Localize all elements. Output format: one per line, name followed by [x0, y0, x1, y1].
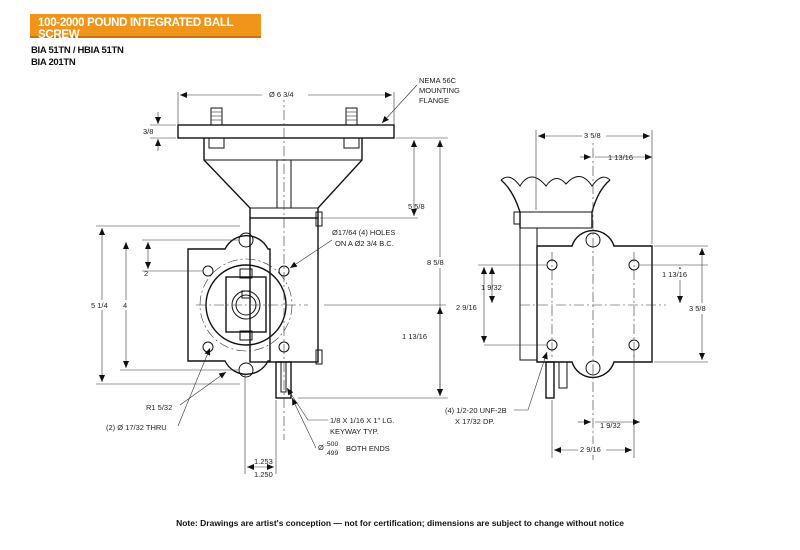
- front-view: Ø 6 3/4 NEMA 56C MOUNTING FLANGE 3/8 5 5…: [90, 76, 460, 479]
- shaft-length-lower: 1.250: [254, 470, 273, 479]
- model-line-1: BIA 51TN / HBIA 51TN: [31, 45, 124, 56]
- dim-1-13-16-front: 1 13/16: [402, 332, 427, 341]
- side-dim-2-9-16-left: 2 9/16: [456, 303, 477, 312]
- mounting-flange: [177, 124, 395, 139]
- dim-5-1-4: 5 1/4: [91, 301, 108, 310]
- hub-square: [225, 276, 267, 333]
- side-width-dim: 3 5/8: [584, 131, 601, 140]
- adapter-housing: [203, 138, 363, 218]
- side-mounting-plate: [536, 229, 653, 379]
- thru-holes-callout: (2) Ø 17/32 THRU: [106, 423, 167, 432]
- shaft-dia-upper: .500: [325, 441, 338, 448]
- bolt-hole: [202, 265, 214, 277]
- side-shaft-left: [545, 361, 555, 399]
- side-view: 3 5/8 1 13/16 1 9/32 2 9/16 1 13/16 3 5/…: [445, 130, 712, 460]
- side-shaft-right: [558, 361, 568, 389]
- side-height-dim: 3 5/8: [689, 304, 706, 313]
- radius-callout: R1 5/32: [146, 403, 172, 412]
- dim-4: 4: [123, 301, 127, 310]
- flange-callout: MOUNTING: [419, 86, 460, 95]
- footer-note: Note: Drawings are artist's conception —…: [176, 518, 624, 528]
- hole-callout: ON A Ø2 3/4 B.C.: [335, 239, 394, 248]
- flange-callout: FLANGE: [419, 96, 449, 105]
- side-adapter-flare: [500, 179, 611, 228]
- keyway-callout: KEYWAY TYP.: [330, 427, 379, 436]
- flange-diameter-dim: Ø 6 3/4: [269, 90, 294, 99]
- shaft-dia-lower: .499: [325, 450, 338, 457]
- shaft-dia-suffix: BOTH ENDS: [346, 444, 390, 453]
- tapped-holes-callout: (4) 1/2-20 UNF-2B: [445, 406, 507, 415]
- shaft-dia-prefix: Ø: [318, 443, 324, 452]
- keyway-callout: 1/8 X 1/16 X 1" LG.: [330, 416, 394, 425]
- mounting-plate: [187, 234, 271, 376]
- shaft-length-upper: 1.253: [254, 457, 273, 466]
- side-dim-1-13-16-right: 1 13/16: [662, 270, 687, 279]
- thru-hole-top: [238, 232, 254, 248]
- banner-title: 100-2000 POUND INTEGRATED BALL SCREW: [38, 17, 234, 41]
- side-dim-1-9-32-bottom: 1 9/32: [600, 421, 621, 430]
- upper-height-dim: 5 5/8: [408, 202, 425, 211]
- total-height-dim: 8 5/8: [427, 258, 444, 267]
- flange-callout: NEMA 56C: [419, 76, 457, 85]
- tapped-holes-callout: X 17/32 DP.: [455, 417, 494, 426]
- model-line-2: BIA 201TN: [31, 57, 76, 68]
- flange-stud-left: [208, 107, 225, 149]
- side-dim-2-9-16-bottom: 2 9/16: [580, 445, 601, 454]
- bolt-hole: [202, 341, 214, 353]
- title-banner: 100-2000 POUND INTEGRATED BALL SCREW: [30, 14, 261, 41]
- flange-stud-right: [343, 107, 360, 149]
- output-shaft: [275, 361, 292, 399]
- thru-hole-bottom: [238, 362, 254, 378]
- side-dim-1-9-32-left: 1 9/32: [481, 283, 502, 292]
- shaft-key: [241, 290, 251, 299]
- hole-callout: Ø17/64 (4) HOLES: [332, 228, 395, 237]
- side-dim-1-13-16-top: 1 13/16: [608, 153, 633, 162]
- dim-2: 2: [144, 269, 148, 278]
- flange-thickness-dim: 3/8: [143, 127, 153, 136]
